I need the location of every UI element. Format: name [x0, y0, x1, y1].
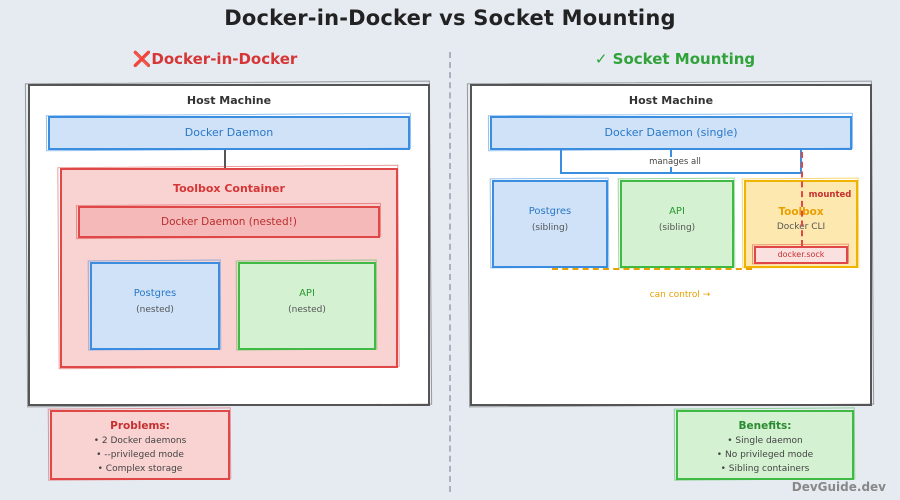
benefit-item: • Sibling containers [720, 464, 810, 474]
dind-nested-daemon-label: Docker Daemon (nested!) [161, 216, 297, 228]
socket-postgres-container: Postgres (sibling) [492, 180, 608, 268]
daemon-to-postgres-line [560, 150, 562, 172]
mounted-socket-line [801, 152, 803, 246]
dind-postgres-name: Postgres [133, 288, 177, 299]
dind-api-container: API (nested) [238, 262, 376, 350]
socket-postgres-note: (sibling) [531, 223, 569, 233]
socket-docker-daemon: Docker Daemon (single) [490, 116, 852, 150]
benefit-item: • Single daemon [727, 436, 803, 446]
benefits-title: Benefits: [738, 420, 792, 432]
dind-host-label: Host Machine [186, 94, 272, 107]
manages-all-label: manages all [630, 157, 720, 167]
socket-toolbox-note: Docker CLI [776, 222, 826, 232]
dind-daemon-connector [224, 150, 226, 168]
dind-title-text: Docker-in-Docker [151, 50, 298, 68]
docker-sock-file: docker.sock [754, 246, 848, 264]
footer-brand: DevGuide.dev [791, 480, 886, 494]
dind-section-title: ❌Docker-in-Docker [100, 50, 330, 68]
mounted-label: mounted [808, 190, 852, 200]
socket-api-name: API [669, 206, 685, 217]
cross-icon: ❌ [132, 50, 152, 68]
dind-api-note: (nested) [288, 305, 326, 315]
dind-docker-daemon: Docker Daemon [48, 116, 410, 150]
socket-api-container: API (sibling) [620, 180, 734, 268]
benefits-box: Benefits: • Single daemon • No privilege… [676, 410, 854, 480]
socket-section-title: ✓ Socket Mounting [560, 50, 790, 68]
socket-title-text: Socket Mounting [612, 50, 756, 68]
problems-title: Problems: [110, 420, 170, 432]
problems-box: Problems: • 2 Docker daemons • --privile… [50, 410, 230, 480]
can-control-label: can control → [649, 290, 711, 300]
dind-api-name: API [299, 288, 315, 299]
problem-item: • --privileged mode [96, 450, 184, 460]
problem-item: • Complex storage [97, 464, 183, 474]
dind-postgres-note: (nested) [136, 305, 174, 315]
docker-sock-label: docker.sock [777, 250, 825, 259]
socket-toolbox-name: Toolbox [778, 206, 824, 218]
benefits-list: • Single daemon • No privileged mode • S… [678, 434, 852, 476]
socket-postgres-name: Postgres [528, 206, 572, 217]
socket-host-label: Host Machine [628, 94, 714, 107]
section-divider [449, 52, 451, 492]
dind-toolbox-label: Toolbox Container [173, 182, 285, 195]
diagram-title: Docker-in-Docker vs Socket Mounting [224, 6, 676, 30]
daemon-branch-line [560, 172, 802, 174]
dind-postgres-container: Postgres (nested) [90, 262, 220, 350]
dind-nested-daemon: Docker Daemon (nested!) [78, 206, 380, 238]
check-icon: ✓ [594, 50, 608, 68]
benefit-item: • No privileged mode [716, 450, 814, 460]
can-control-line [552, 268, 752, 270]
problems-list: • 2 Docker daemons • --privileged mode •… [52, 434, 228, 476]
socket-api-note: (sibling) [658, 223, 696, 233]
problem-item: • 2 Docker daemons [93, 436, 187, 446]
